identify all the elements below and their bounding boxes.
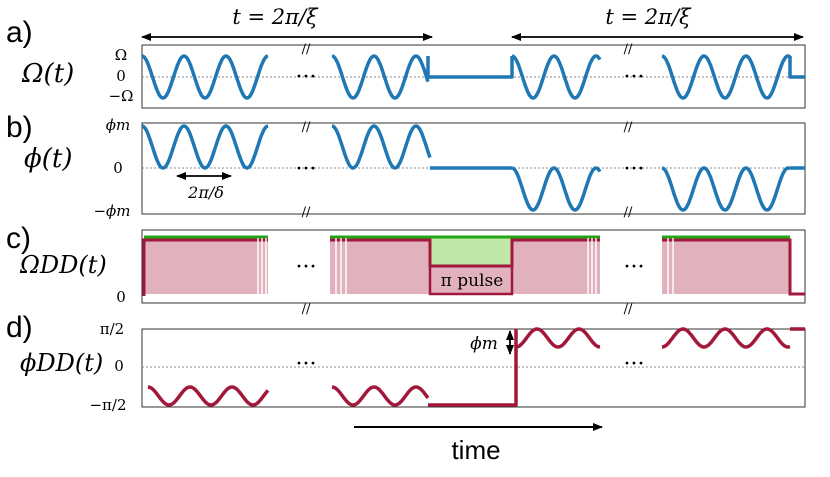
panel-c-pi-pulse-label: π pulse — [441, 271, 504, 291]
panel-d-break-right: // — [624, 302, 633, 317]
panel-a-tick-zero: 0 — [116, 67, 126, 85]
panel-a-tick-top: Ω — [115, 46, 127, 64]
dd-block-2 — [330, 238, 430, 294]
dd-block-4 — [662, 238, 790, 294]
panel-b-tick-zero: 0 — [113, 159, 123, 177]
panel-c-pulses — [142, 235, 805, 296]
panel-d-tag: d) — [6, 311, 33, 344]
panel-d-tick-bottom: −π/2 — [89, 396, 126, 414]
panel-d: d) ϕDD(t) π/2 0 −π/2 ϕm ··· ··· // // — [6, 302, 806, 414]
pi-pulse-box — [428, 266, 514, 296]
top-span-right-label: t = 2π/ξ — [605, 5, 692, 29]
panel-c-tick-zero: 0 — [116, 288, 126, 306]
panel-a-ellipsis-left: ··· — [296, 65, 317, 90]
panel-d-break-left: // — [302, 302, 311, 317]
panel-b-period-label: 2π/δ — [187, 183, 224, 202]
panel-c-ylabel: ΩDD(t) — [19, 251, 107, 279]
panel-d-ylabel: ϕDD(t) — [20, 349, 103, 377]
panel-c: c) ΩDD(t) 0 π pulse ··· ··· // // — [6, 205, 806, 306]
panel-d-tick-top: π/2 — [100, 320, 124, 338]
panel-b-trace — [141, 124, 805, 212]
panel-c-tag: c) — [6, 222, 31, 255]
panel-d-ellipsis-right: ··· — [624, 352, 645, 377]
panel-b-tag: b) — [6, 111, 33, 144]
panel-a-break-right: // — [624, 42, 633, 57]
panel-b: b) ϕ(t) ϕm 0 −ϕm 2π/δ ··· ··· // // — [6, 111, 806, 220]
panel-b-ylabel: ϕ(t) — [24, 144, 72, 174]
top-span-left: t = 2π/ξ — [141, 5, 433, 41]
panel-a-tag: a) — [6, 16, 33, 49]
time-label: time — [451, 435, 500, 465]
panel-d-offset-label: ϕm — [470, 334, 498, 354]
top-span-right: t = 2π/ξ — [511, 5, 804, 41]
pi-pulse-fill — [430, 238, 512, 266]
panel-a-break-left: // — [302, 42, 311, 57]
panel-a: a) Ω(t) Ω 0 −Ω ··· ··· // // — [6, 16, 806, 109]
panel-c-ellipsis-left: ··· — [296, 255, 317, 280]
panel-b-break-left: // — [302, 120, 311, 135]
panel-c-break-right: // — [624, 205, 633, 220]
panel-b-ellipsis-right: ··· — [624, 157, 645, 182]
time-axis: time — [354, 423, 603, 465]
panel-c-break-left: // — [302, 205, 311, 220]
top-span-left-label: t = 2π/ξ — [232, 5, 319, 29]
panel-d-tick-zero: 0 — [114, 357, 124, 375]
pi-pulse-lower — [430, 266, 512, 294]
dd-block-3 — [512, 238, 600, 294]
panel-a-ylabel: Ω(t) — [21, 59, 74, 89]
panel-b-tick-bottom: −ϕm — [93, 202, 130, 220]
panel-d-trace — [147, 327, 805, 407]
panel-d-ellipsis-left: ··· — [296, 352, 317, 377]
panel-b-ellipsis-left: ··· — [296, 157, 317, 182]
panel-a-ellipsis-right: ··· — [624, 65, 645, 90]
panel-c-frame — [141, 229, 806, 304]
panel-a-tick-bottom: −Ω — [108, 87, 133, 105]
panel-a-trace — [141, 54, 805, 100]
panel-b-tick-top: ϕm — [106, 116, 130, 134]
panel-b-break-right: // — [624, 120, 633, 135]
panel-d-frame — [141, 328, 806, 408]
dd-block-1 — [144, 238, 268, 294]
dd-envelope — [142, 238, 805, 296]
panel-c-ellipsis-right: ··· — [624, 255, 645, 280]
